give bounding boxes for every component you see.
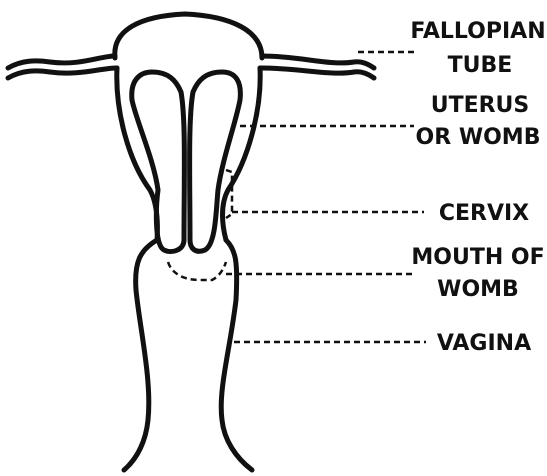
label-mouth-line1: MOUTH OF: [411, 245, 544, 270]
leader-lines: [226, 52, 426, 342]
label-fallopian-line1: FALLOPIAN: [410, 19, 545, 44]
mouth-of-womb-region: [168, 262, 226, 280]
uterus-cavity-left: [132, 72, 185, 252]
label-uterus-line1: UTERUS: [431, 93, 530, 118]
uterus-cavity-right: [190, 72, 241, 251]
fallopian-tube-lower: [8, 68, 374, 78]
uterus-fundus: [115, 14, 262, 58]
label-fallopian-line2: TUBE: [448, 53, 513, 78]
fallopian-tubes: [8, 56, 374, 78]
label-vagina: VAGINA: [437, 331, 531, 356]
label-mouth-line2: WOMB: [437, 277, 519, 302]
labels: FALLOPIAN TUBE UTERUS OR WOMB CERVIX MOU…: [410, 19, 545, 356]
label-cervix: CERVIX: [439, 201, 529, 226]
fallopian-tube-upper: [8, 56, 374, 68]
vagina: [124, 240, 252, 470]
label-uterus-line2: OR WOMB: [416, 125, 541, 150]
